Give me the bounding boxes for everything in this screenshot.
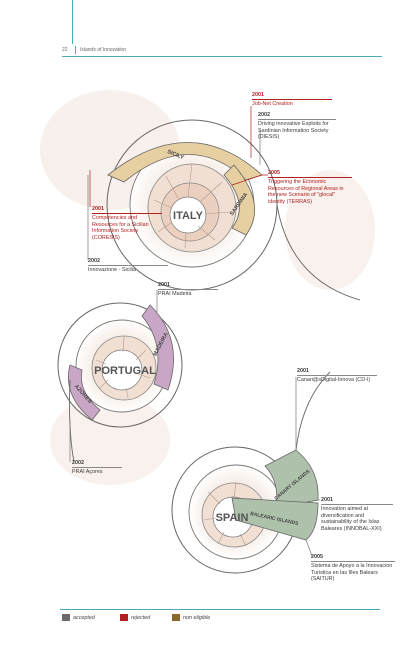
legend-accepted: accepted [62,614,95,621]
madeira-band [141,304,174,391]
project-coresis: 2001 Competencies and Resources for a Si… [92,206,162,241]
region-label-italy: ITALY [173,210,204,222]
legend-swatch-rejected [120,614,128,621]
project-title: PRAI Açores [72,469,103,476]
background-wash [50,395,170,485]
project-title: Competencies and Resources for a Sicilia… [92,215,149,241]
running-title: Islands of Innovation [80,47,126,53]
project-title: PRAI Madeira [158,291,192,298]
project-year: 2005 [311,554,395,563]
project-diesis: 2002 Driving innovative Exploits for Sar… [258,112,336,141]
project-job-net: 2001 Job-Net Creation [252,92,332,108]
project-innobal: 2001 Innovation aimed at diversification… [321,497,393,532]
project-year: 2001 [252,92,332,101]
project-saitur: 2005 Sistema de Apoyo a la Innovacion Tu… [311,554,395,583]
azores-band [67,364,101,421]
legend-label: accepted [73,614,95,621]
legend-non-eligible: non eligible [172,614,210,621]
project-prai-madeira: 2001 PRAI Madeira [158,282,218,298]
legend-swatch-accepted [62,614,70,621]
project-canarias-digital: 2001 Canari@sDigital-Innova (CD-I) [297,368,377,384]
project-year: 2002 [72,460,122,469]
header-rule [62,56,382,57]
legend-swatch-non-eligible [172,614,180,621]
legend-rule [60,609,380,610]
project-prai-acores: 2002 PRAI Açores [72,460,122,476]
project-year: 2002 [88,258,168,267]
project-title: Driving innovative Exploits for Sardinia… [258,121,329,141]
header-separator [75,46,76,54]
sardinia-band [223,164,256,236]
project-terras: 2005 Triggering the Economic Resources o… [268,170,352,205]
page-number: 22 [62,47,68,53]
project-title: Innovazione - Sicilia [88,267,136,274]
project-year: 2001 [321,497,393,506]
spain-shell: SPAIN CANARY ISLANDS BALEARIC ISLANDS [171,371,331,574]
italy-shell: ITALY SICILY SARDINIA [106,119,361,301]
balearic-islands-band [231,497,319,541]
project-year: 2001 [92,206,162,215]
project-year: 2001 [297,368,377,377]
project-title: Job-Net Creation [252,101,293,108]
legend-label: rejected [131,614,151,621]
legend-label: non eligible [183,614,211,621]
project-innovazione-sicilia: 2002 Innovazione - Sicilia [88,258,168,274]
project-title: Sistema de Apoyo a la Innovacion Turisti… [311,563,393,583]
project-title: Triggering the Economic Resources of Reg… [268,179,344,205]
project-title: Canari@sDigital-Innova (CD-I) [297,377,371,384]
project-year: 2001 [158,282,218,291]
portugal-shell: PORTUGAL MADEIRA AZORES [57,302,183,463]
project-title: Innovation aimed at diversification and … [321,506,382,532]
background-wash [285,170,375,290]
project-year: 2002 [258,112,336,121]
region-label-portugal: PORTUGAL [94,365,156,377]
project-year: 2005 [268,170,352,179]
top-rule [72,0,73,44]
leader-lines [69,106,320,557]
region-label-spain: SPAIN [216,512,249,524]
legend-rejected: rejected [120,614,150,621]
legend: accepted rejected non eligible [60,612,380,626]
